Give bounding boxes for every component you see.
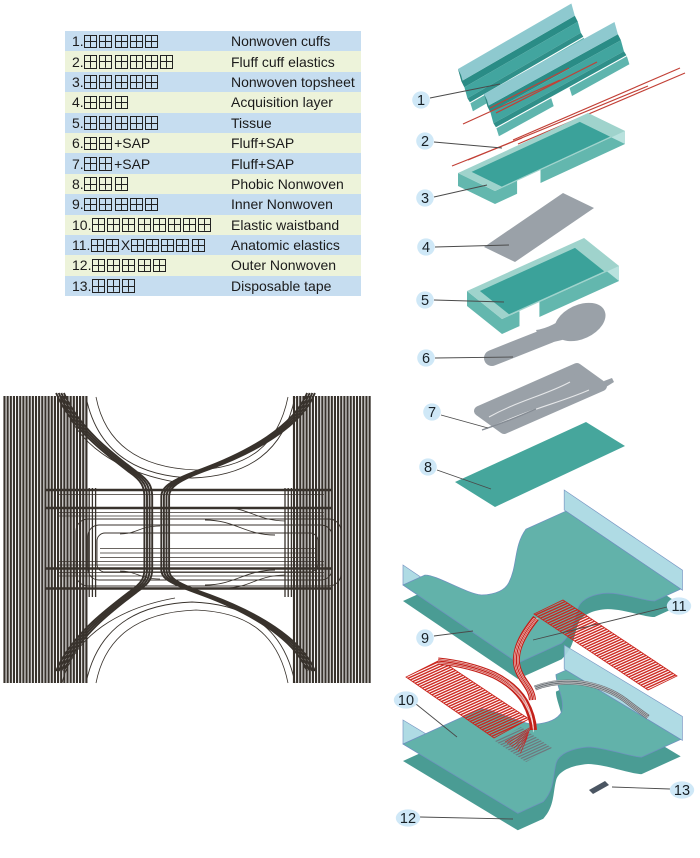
svg-text:2: 2 bbox=[421, 134, 429, 150]
svg-text:10: 10 bbox=[398, 693, 414, 709]
svg-text:5: 5 bbox=[421, 293, 429, 309]
svg-text:4: 4 bbox=[422, 240, 430, 256]
svg-text:13: 13 bbox=[674, 783, 690, 799]
svg-text:1: 1 bbox=[417, 93, 425, 109]
svg-text:7: 7 bbox=[428, 405, 436, 421]
svg-text:11: 11 bbox=[671, 599, 686, 615]
svg-text:8: 8 bbox=[424, 460, 432, 476]
svg-text:12: 12 bbox=[400, 811, 416, 827]
svg-text:9: 9 bbox=[421, 631, 429, 647]
svg-text:3: 3 bbox=[421, 191, 429, 207]
svg-text:6: 6 bbox=[422, 351, 430, 367]
